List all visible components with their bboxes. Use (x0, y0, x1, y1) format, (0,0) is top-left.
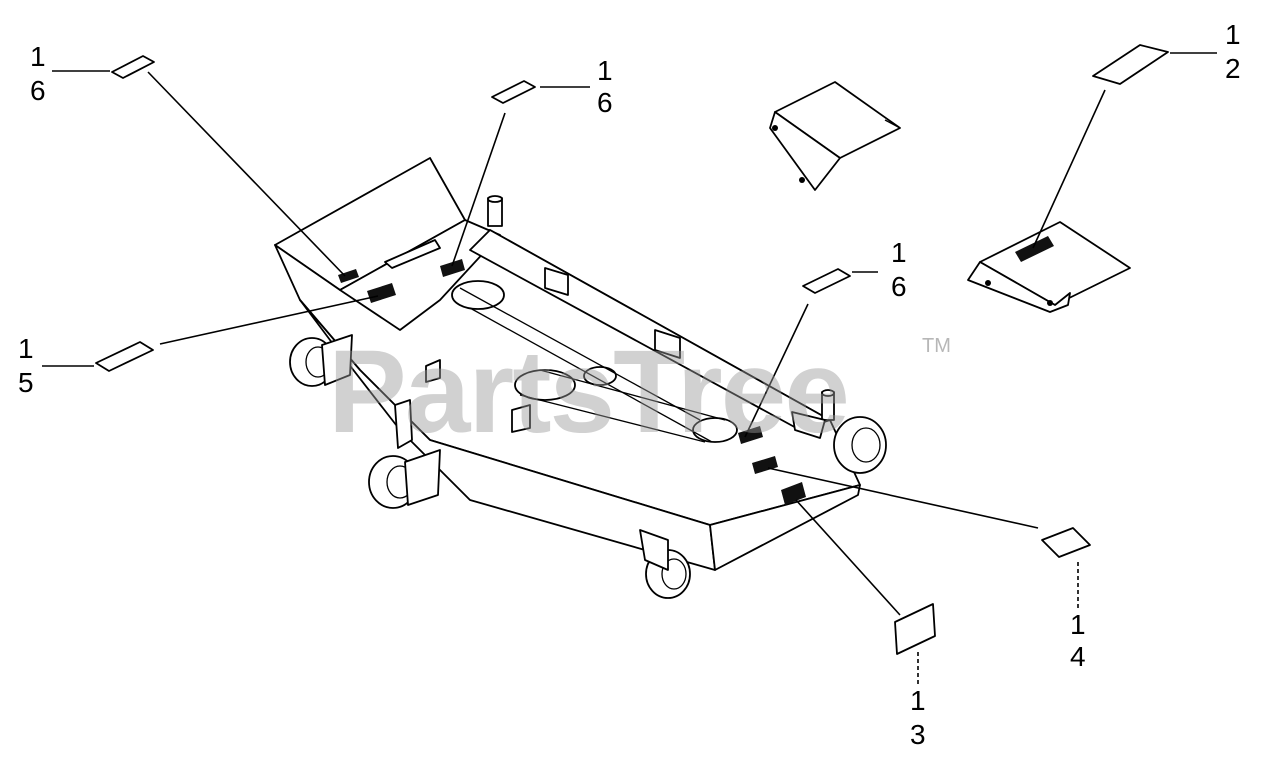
decal-12 (1032, 44, 1217, 249)
gauge-wheel (791, 411, 887, 474)
callout-labels: 1 6 1 6 1 2 1 6 1 5 1 4 1 3 (18, 19, 1241, 750)
decal-16-topleft (52, 55, 346, 277)
callout-13-line1: 1 (910, 685, 926, 716)
gauge-wheel (639, 529, 691, 599)
decal-14 (767, 467, 1091, 610)
callout-12-line2: 2 (1225, 53, 1241, 84)
callout-15-line2: 5 (18, 367, 34, 398)
callout-13-line2: 3 (910, 719, 926, 750)
gauge-wheel (368, 399, 441, 509)
decal-16-right (744, 268, 878, 438)
decal-16-topcenter (451, 80, 590, 267)
callout-14-line1: 1 (1070, 609, 1086, 640)
mower-deck (274, 157, 887, 599)
watermark: PartsTree TM (328, 326, 951, 458)
watermark-text: PartsTree (328, 326, 848, 458)
callout-16-topleft-line2: 6 (30, 75, 46, 106)
shield-part-right (967, 221, 1131, 313)
deck-decal-markings (338, 259, 806, 505)
decal-13 (795, 499, 936, 685)
callout-16-topcenter-line2: 6 (597, 87, 613, 118)
callout-16-topleft-line1: 1 (30, 41, 46, 72)
callout-16-right-line1: 1 (891, 237, 907, 268)
gauge-wheel (289, 334, 353, 387)
callout-15-line1: 1 (18, 333, 34, 364)
callout-14-line2: 4 (1070, 641, 1086, 672)
decal-15 (42, 295, 379, 372)
shield-part-top (769, 81, 901, 191)
callout-12-line1: 1 (1225, 19, 1241, 50)
watermark-trademark: TM (922, 335, 951, 357)
callout-16-topcenter-line1: 1 (597, 55, 613, 86)
callout-16-right-line2: 6 (891, 271, 907, 302)
